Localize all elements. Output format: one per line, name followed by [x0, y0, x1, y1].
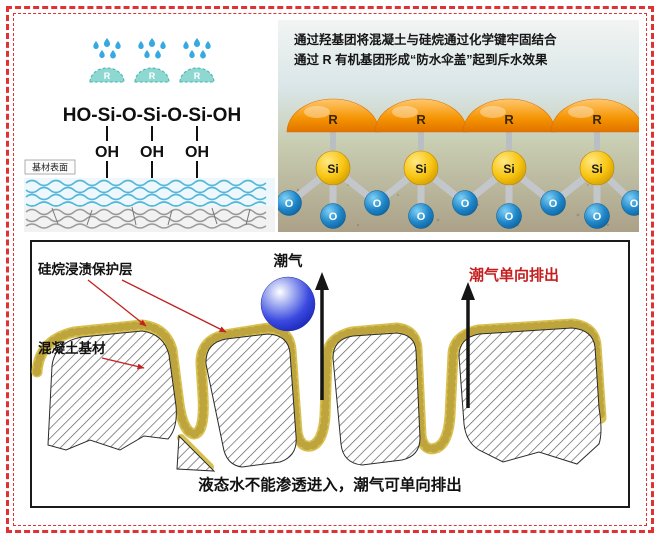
substrate-texture — [24, 178, 275, 232]
substrate-surface-label: 基材表面 — [24, 159, 76, 175]
one-way-exhaust-label: 潮气单向排出 — [469, 266, 559, 284]
hydroxyl-label: OH — [95, 144, 119, 161]
substrate-label: 混凝土基材 — [38, 340, 106, 356]
o-label: O — [549, 198, 558, 210]
moisture-label: 潮气 — [274, 252, 303, 270]
si-label: Si — [591, 162, 602, 176]
si-label: Si — [415, 162, 426, 176]
caption-line-1: 通过羟基团将混凝土与硅烷通过化学键牢固结合 — [294, 32, 557, 47]
annotation-arrows — [87, 279, 227, 370]
r-group-umbrella-icon: R R R R — [286, 98, 639, 133]
concrete-substrate — [47, 327, 602, 472]
si-label: Si — [327, 162, 338, 176]
r-group-label: R — [149, 71, 156, 81]
si-label: Si — [503, 162, 514, 176]
coating-label: 硅烷浸渍保护层 — [38, 261, 133, 277]
o-label: O — [285, 198, 294, 210]
concrete-tooth — [47, 330, 177, 451]
o-label: O — [593, 211, 602, 223]
silanol-bonding-panel: R R R HO-Si-O-Si-O-Si-OH OH OH OH — [22, 20, 277, 232]
concrete-tooth — [205, 333, 297, 468]
r-group-label: R — [592, 112, 602, 127]
chemical-bonds — [106, 126, 198, 178]
concrete-tooth — [332, 332, 421, 466]
r-group-label: R — [416, 112, 426, 127]
moisture-up-arrow — [315, 272, 475, 408]
r-group-label: R — [104, 71, 111, 81]
concrete-tooth — [458, 327, 602, 465]
concrete-fragment — [176, 434, 216, 472]
silane-formula-text: HO-Si-O-Si-O-Si-OH — [63, 105, 241, 126]
r-group-label: R — [194, 71, 201, 81]
caption-line-2: 通过 R 有机基团形成“防水伞盖”起到斥水效果 — [294, 52, 548, 67]
hydrophobic-cap-icon: R R R — [89, 67, 215, 83]
hydroxyl-label: OH — [140, 144, 164, 161]
molecular-umbrella-panel: 通过羟基团将混凝土与硅烷通过化学键牢固结合 通过 R 有机基团形成“防水伞盖”起… — [278, 20, 639, 232]
si-atom: Si Si Si Si — [315, 150, 615, 186]
o-label: O — [329, 211, 338, 223]
o-label: O — [461, 198, 470, 210]
o-label: O — [630, 198, 639, 210]
o-label: O — [417, 211, 426, 223]
o-label: O — [373, 198, 382, 210]
o-label: O — [505, 211, 514, 223]
r-group-label: R — [504, 112, 514, 127]
o-atom: O O O O O O O O O — [278, 190, 639, 229]
moisture-sphere-icon — [260, 276, 316, 332]
bottom-caption: 液态水不能渗透进入，潮气可单向排出 — [198, 475, 462, 494]
substrate-surface-text: 基材表面 — [32, 162, 68, 173]
hydroxyl-label: OH — [185, 144, 209, 161]
r-group-label: R — [328, 112, 338, 127]
cross-section-panel: 硅烷浸渍保护层 混凝土基材 潮气 潮气单向排出 液态水不能渗透进入，潮气可单向排… — [30, 240, 630, 508]
